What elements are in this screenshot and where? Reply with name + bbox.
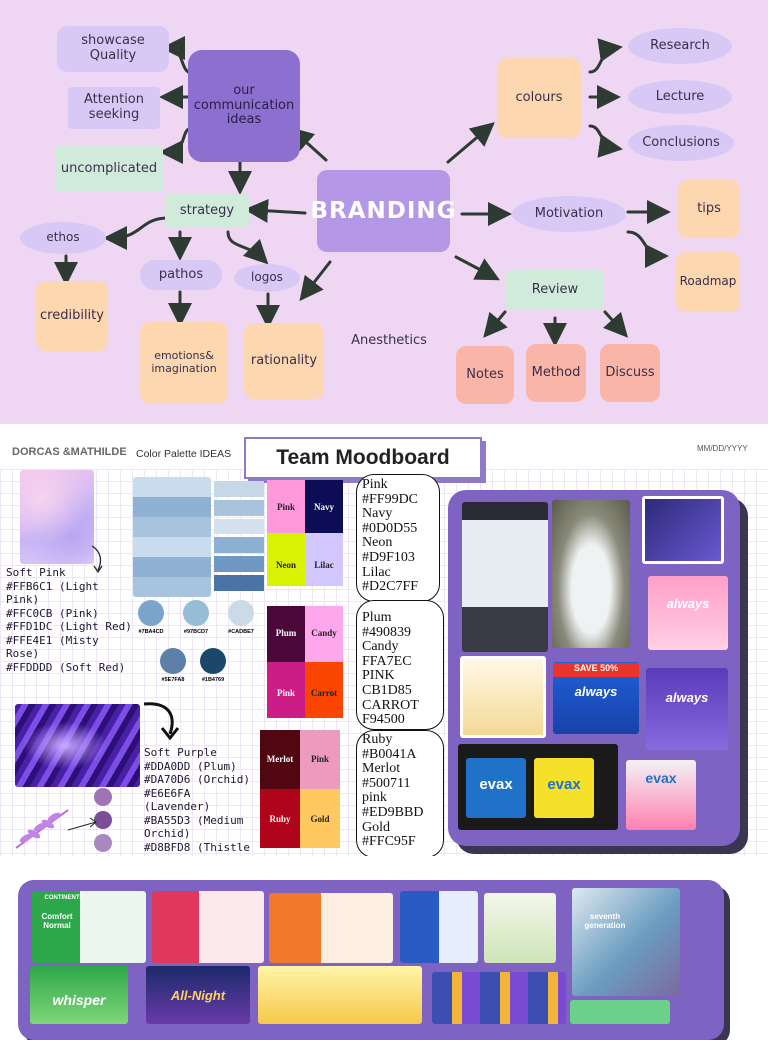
evax-pack-yellow <box>534 758 594 818</box>
evax-logo: evax <box>547 776 581 793</box>
discuss-node: Discuss <box>600 344 660 402</box>
blue-code-label: #7BA4CD <box>138 629 164 635</box>
palette-card-plum-candy: Plum Candy Pink Carrot <box>267 606 343 718</box>
whisper-logo: whisper <box>52 992 106 1008</box>
continente-pack-image <box>484 893 556 963</box>
emotions-imagination-node: emotions& imagination <box>140 322 228 404</box>
authors-label: DORCAS &MATHILDE <box>12 446 127 458</box>
date-label: MM/DD/YYYY <box>697 444 748 453</box>
purple-dot <box>94 834 112 852</box>
soap-bottle-image <box>552 500 630 648</box>
anesthetics-label: Anesthetics <box>351 332 427 348</box>
showcase-quality-node: showcase Quality <box>57 26 169 72</box>
purple-dot <box>94 811 112 829</box>
tips-node: tips <box>678 180 740 238</box>
soft-pink-codes: Soft Pink #FFB6C1 (Light Pink) #FFC0CB (… <box>6 566 132 674</box>
continente-pack-image <box>400 891 478 963</box>
conclusions-node: Conclusions <box>628 125 734 161</box>
ethos-node: ethos <box>20 222 106 254</box>
blue-circle-swatch <box>183 600 209 626</box>
continente-pack-image <box>32 891 146 963</box>
palette-card-merlot-ruby: Merlot Pink Ruby Gold <box>260 730 340 848</box>
moodboard-title: Team Moodboard <box>244 437 482 479</box>
palette-codes-2: Plum #490839 Candy FFA7EC PINK CB1D85 CA… <box>362 610 419 728</box>
motivation-node: Motivation <box>512 196 626 232</box>
purple-dot <box>94 788 112 806</box>
attention-seeking-node: Attention seeking <box>68 87 160 129</box>
continente-logo: CONTINENTE <box>44 895 84 901</box>
uncomplicated-node: uncomplicated <box>55 146 163 192</box>
soft-purple-codes: Soft Purple #DDA0DD (Plum) #DA70D6 (Orch… <box>144 746 250 854</box>
always-pink-pack-image <box>648 576 728 650</box>
leaf-branch-icon <box>15 809 97 849</box>
notes-node: Notes <box>456 346 514 404</box>
credibility-node: credibility <box>36 281 108 351</box>
blue-collage-image <box>133 477 211 597</box>
phone-screenshot-image <box>462 502 548 652</box>
continente-pack-image <box>269 893 393 963</box>
evax-logo: evax <box>645 770 677 786</box>
whisper-pack-image <box>30 966 128 1024</box>
product-box-image <box>642 496 724 564</box>
pink-gradient-image <box>20 470 94 564</box>
palette-codes-3: Ruby #B0041A Merlot #500711 pink #ED9BBD… <box>362 732 424 850</box>
seventh-generation-pack-image <box>572 888 680 996</box>
communication-ideas-node: our communication ideas <box>188 50 300 162</box>
blue-swatch-strip <box>214 481 264 591</box>
all-night-pack-image <box>146 966 250 1024</box>
curved-arrow-icon <box>143 702 180 741</box>
always-logo: always <box>665 690 709 705</box>
blue-code-label: #1B4769 <box>201 677 225 683</box>
comfort-normal-label: Comfort Normal <box>41 912 73 930</box>
roadmap-node: Roadmap <box>676 252 740 312</box>
blue-circle-swatch <box>138 600 164 626</box>
promo-banner: SAVE 50% <box>553 663 639 677</box>
evax-pack-blue <box>466 758 526 818</box>
palette-bubble-3 <box>356 730 444 858</box>
curved-arrow-icon <box>91 545 103 574</box>
palette-codes-1: Pink #FF99DC Navy #0D0D55 Neon #D9F103 L… <box>362 477 419 595</box>
mind-map: BRANDING our communication ideas showcas… <box>0 0 768 424</box>
strategy-node: strategy <box>165 194 249 228</box>
logos-node: logos <box>234 264 300 292</box>
review-node: Review <box>506 270 604 310</box>
research-node: Research <box>628 28 732 64</box>
pathos-node: pathos <box>140 260 222 290</box>
colours-node: colours <box>497 58 581 138</box>
palette-card-pink-navy: Pink Navy Neon Lilac <box>267 480 343 586</box>
evax-logo: evax <box>479 776 513 793</box>
purple-paint-image <box>15 704 140 787</box>
cotton-pack-image <box>460 656 546 738</box>
lecture-node: Lecture <box>628 80 732 114</box>
green-pack-image <box>570 1000 670 1024</box>
branding-node: BRANDING <box>310 170 456 252</box>
always-shelf-image <box>432 972 566 1024</box>
connector-arrows <box>54 36 671 347</box>
palette-bubble-2 <box>356 600 444 730</box>
rationality-node: rationality <box>244 323 324 399</box>
method-node: Method <box>526 344 586 402</box>
blue-code-label: #CADBE7 <box>228 629 254 635</box>
blue-circle-swatch <box>228 600 254 626</box>
all-night-label: All-Night <box>170 988 226 1003</box>
blue-code-label: #5E7FA8 <box>161 677 185 683</box>
continente-pack-image <box>152 891 264 963</box>
blue-circle-swatch <box>200 648 226 674</box>
palette-ideas-label: Color Palette IDEAS <box>136 448 232 460</box>
always-logo: always <box>666 596 710 611</box>
evax-pack-white <box>626 760 696 830</box>
always-purple-pack-image <box>646 668 728 750</box>
always-logo: always <box>574 684 618 699</box>
blue-circle-swatch <box>160 648 186 674</box>
pads-photo-image <box>258 966 422 1024</box>
blue-code-label: #97BCD7 <box>183 629 209 635</box>
seventh-generation-logo: seventh generation <box>584 912 626 930</box>
